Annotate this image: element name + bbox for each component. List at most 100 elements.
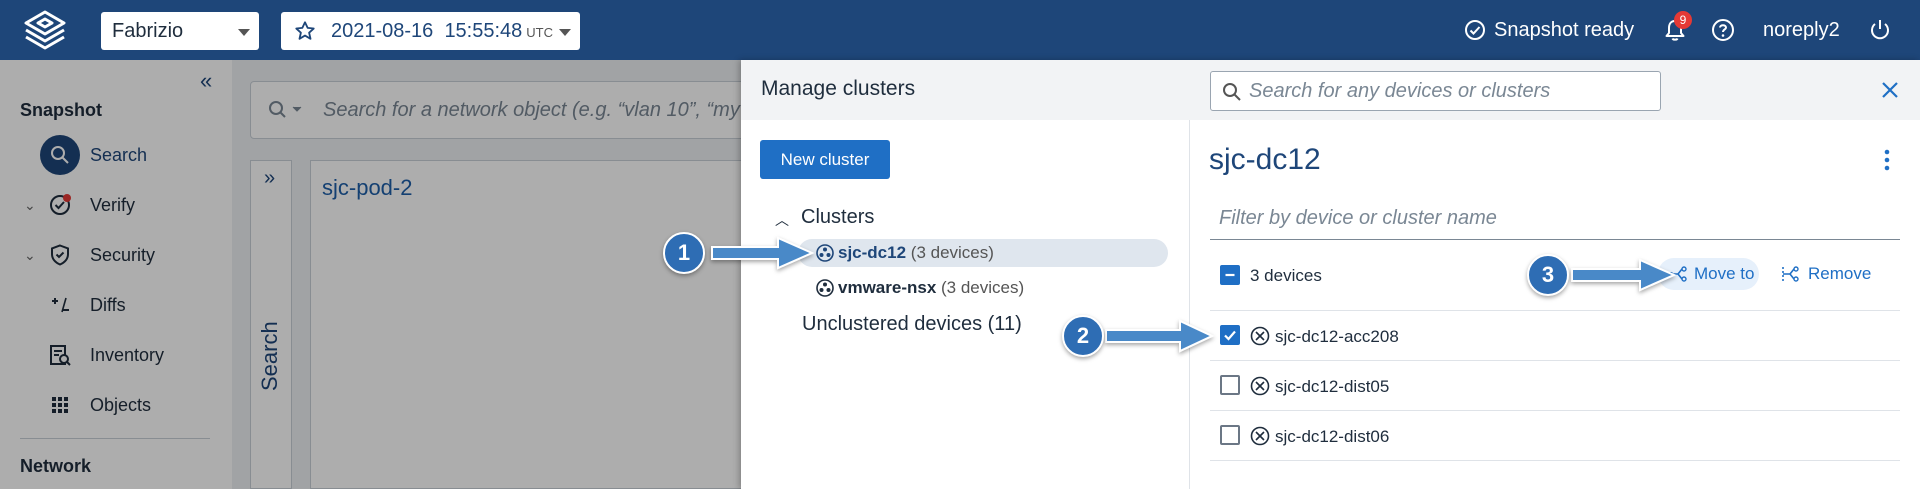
sidebar-item-label: Verify <box>90 195 136 215</box>
snapshot-status-text: Snapshot ready <box>1494 19 1635 41</box>
network-object-search[interactable]: Search for a network object (e.g. “vlan … <box>250 81 770 139</box>
snapshot-status: Snapshot ready <box>1464 0 1634 60</box>
close-icon[interactable] <box>1879 79 1901 101</box>
shield-icon <box>51 244 69 266</box>
star-icon[interactable] <box>294 20 316 42</box>
device-cluster-search-placeholder: Search for any devices or clusters <box>1249 80 1551 102</box>
workspace-select[interactable]: Fabrizio <box>101 12 259 50</box>
sidebar-item-label: Inventory <box>90 345 165 365</box>
more-options-icon[interactable] <box>1884 148 1890 172</box>
grid-icon <box>52 397 68 413</box>
indeterminate-icon <box>1225 273 1235 277</box>
sidebar-section-network: Network <box>20 456 92 476</box>
new-cluster-button[interactable]: New cluster <box>760 140 890 179</box>
row-divider <box>1210 410 1900 411</box>
chevron-up-icon[interactable]: ︿ <box>775 212 789 228</box>
cluster-detail-title: sjc-dc12 <box>1209 143 1321 176</box>
modal-overlay[interactable] <box>0 60 742 489</box>
device-checkbox[interactable] <box>1220 425 1240 445</box>
snapshot-time: 15:55:48 <box>444 20 523 42</box>
collapse-sidebar-icon[interactable]: « <box>200 68 213 93</box>
sidebar-item-verify[interactable]: ⌄ Verify <box>20 185 220 225</box>
sidebar-item-diffs[interactable]: Diffs <box>20 285 220 325</box>
device-cluster-search-input[interactable]: Search for any devices or clusters <box>1210 71 1661 111</box>
sidebar: « Snapshot Search ⌄ Verify ⌄ Security <box>0 60 232 489</box>
pod-title[interactable]: sjc-pod-2 <box>322 175 413 200</box>
cluster-device-count: (3 devices) <box>910 243 994 262</box>
remove-label: Remove <box>1808 264 1872 283</box>
selection-count: 3 devices <box>1250 266 1322 285</box>
chevron-down-icon[interactable]: ⌄ <box>24 247 36 263</box>
device-row[interactable]: sjc-dc12-dist06 <box>1210 411 1900 461</box>
chevron-down-icon[interactable]: ⌄ <box>24 197 36 213</box>
callout-2: 2 <box>1062 315 1104 357</box>
cluster-item-sjc-dc12[interactable]: sjc-dc12 (3 devices) <box>798 239 1168 267</box>
cluster-name: sjc-dc12 <box>838 243 907 262</box>
sidebar-item-security[interactable]: ⌄ Security <box>20 235 220 275</box>
cluster-icon <box>816 279 834 297</box>
notification-badge: 9 <box>1674 11 1692 29</box>
caret-down-icon <box>559 29 571 36</box>
sidebar-item-label: Security <box>90 245 156 265</box>
main-content: Search for a network object (e.g. “vlan … <box>232 60 790 489</box>
clusters-tree-header[interactable]: ︿ Clusters <box>775 206 875 229</box>
cluster-name: vmware-nsx <box>838 278 937 297</box>
sidebar-section-snapshot: Snapshot <box>20 100 103 120</box>
move-to-button[interactable]: Move to <box>1658 258 1759 290</box>
cluster-device-count: (3 devices) <box>941 278 1025 297</box>
router-icon <box>1250 376 1270 396</box>
sidebar-item-search[interactable]: Search <box>20 135 220 175</box>
search-rail[interactable]: » Search <box>250 160 292 489</box>
device-row[interactable]: sjc-dc12-acc208 <box>1210 311 1900 361</box>
search-icon <box>1223 83 1241 101</box>
device-name: sjc-dc12-dist06 <box>1275 427 1390 446</box>
device-filter-placeholder: Filter by device or cluster name <box>1219 207 1497 229</box>
inventory-icon <box>50 345 71 366</box>
search-icon <box>269 101 302 118</box>
device-name: sjc-dc12-dist05 <box>1275 377 1390 396</box>
snapshot-timezone: UTC <box>526 25 554 40</box>
sidebar-item-inventory[interactable]: Inventory <box>20 335 220 375</box>
callout-1: 1 <box>663 232 705 274</box>
panel-header: Manage clusters Search for any devices o… <box>741 60 1920 120</box>
row-divider <box>1210 460 1900 461</box>
device-checkbox-checked[interactable] <box>1220 325 1240 345</box>
device-row[interactable]: sjc-dc12-dist05 <box>1210 361 1900 411</box>
router-icon <box>1250 426 1270 446</box>
checkmark-icon <box>1224 330 1236 341</box>
verify-icon <box>50 194 71 215</box>
remove-icon <box>1782 266 1799 282</box>
power-icon[interactable] <box>1868 18 1892 42</box>
expand-rail-icon[interactable]: » <box>264 167 276 189</box>
sidebar-divider <box>20 438 210 439</box>
manage-clusters-panel: Manage clusters Search for any devices o… <box>741 60 1920 489</box>
sidebar-item-objects[interactable]: Objects <box>20 385 220 425</box>
device-checkbox[interactable] <box>1220 375 1240 395</box>
row-divider <box>1210 360 1900 361</box>
help-icon[interactable] <box>1711 18 1735 42</box>
column-divider <box>1189 120 1190 489</box>
user-menu[interactable]: noreply2 <box>1763 19 1840 41</box>
sidebar-item-label: Objects <box>90 395 152 415</box>
workspace-select-value: Fabrizio <box>112 20 184 42</box>
callout-3: 3 <box>1527 254 1569 296</box>
move-to-icon <box>1669 266 1687 282</box>
remove-button[interactable]: Remove <box>1780 258 1871 290</box>
app-logo-icon[interactable] <box>18 8 72 52</box>
sidebar-item-label: Diffs <box>90 295 126 315</box>
check-circle-icon <box>1465 20 1485 40</box>
device-filter-input[interactable]: Filter by device or cluster name <box>1210 196 1900 240</box>
router-icon <box>1250 326 1270 346</box>
panel-title: Manage clusters <box>761 77 916 100</box>
cluster-item-vmware-nsx[interactable]: vmware-nsx (3 devices) <box>798 274 1168 302</box>
select-all-checkbox[interactable] <box>1220 265 1240 285</box>
sidebar-item-label: Search <box>90 145 148 165</box>
device-name: sjc-dc12-acc208 <box>1275 327 1399 346</box>
unclustered-devices[interactable]: Unclustered devices (11) <box>802 313 1022 335</box>
pod-card: sjc-pod-2 <box>310 160 790 489</box>
clusters-heading: Clusters <box>801 206 875 228</box>
snapshot-date: 2021-08-16 <box>331 20 434 42</box>
diff-icon <box>52 297 69 313</box>
